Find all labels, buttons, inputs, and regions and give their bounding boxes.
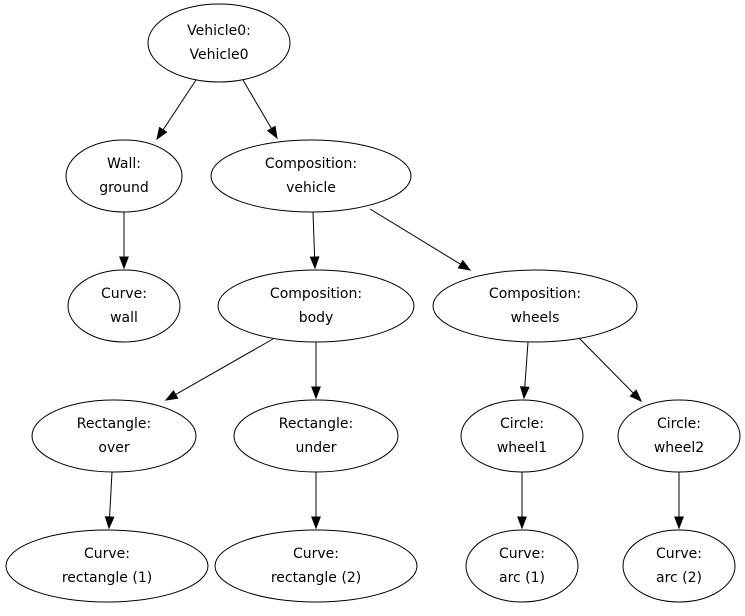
graph-node-curve_wall[interactable]: Curve: wall — [67, 269, 181, 343]
graph-node-curve_arc_1[interactable]: Curve: arc (1) — [465, 529, 579, 603]
edge-line — [577, 336, 634, 394]
graph-edge — [156, 79, 197, 141]
node-label-line1: Circle: — [657, 416, 701, 432]
graph-edge — [519, 341, 530, 400]
node-label-line2: body — [299, 310, 334, 326]
edge-arrowhead-icon — [311, 516, 321, 530]
edge-line — [175, 338, 274, 395]
graph-edge — [369, 208, 472, 271]
edge-arrowhead-icon — [629, 389, 642, 402]
node-label-line2: wall — [110, 310, 138, 326]
graph-node-curve_rectangle_2[interactable]: Curve: rectangle (2) — [214, 529, 418, 603]
edge-line — [524, 341, 529, 388]
node-label-line2: wheels — [511, 310, 560, 326]
edge-line — [162, 79, 197, 131]
node-label-line1: Curve: — [499, 546, 545, 562]
node-label-line2: under — [295, 440, 336, 456]
node-ellipse[interactable] — [622, 529, 736, 603]
node-ellipse[interactable] — [217, 269, 415, 343]
edge-line — [109, 471, 113, 518]
graph-edge — [309, 211, 320, 270]
node-label-line1: Curve: — [101, 286, 147, 302]
graph-node-circle_wheel2[interactable]: Circle: wheel2 — [617, 399, 741, 473]
edge-line — [242, 79, 272, 129]
node-label-line1: Rectangle: — [279, 416, 353, 432]
edge-arrowhead-icon — [309, 256, 320, 270]
graph-edge — [517, 472, 527, 530]
node-label-line2: over — [98, 440, 129, 456]
edge-arrowhead-icon — [519, 386, 530, 400]
graph-edge — [104, 471, 115, 530]
graph-edge — [242, 79, 278, 140]
graph-node-curve_arc_2[interactable]: Curve: arc (2) — [622, 529, 736, 603]
node-ellipse[interactable] — [214, 529, 418, 603]
graph-edge — [311, 472, 321, 530]
node-ellipse[interactable] — [65, 139, 183, 213]
graph-node-vehicle0[interactable]: Vehicle0: Vehicle0 — [147, 3, 291, 83]
node-label-line1: Wall: — [107, 156, 141, 172]
node-label-line1: Circle: — [500, 416, 544, 432]
node-ellipse[interactable] — [465, 529, 579, 603]
nodes-layer: Vehicle0:Vehicle0Wall:groundComposition:… — [5, 3, 741, 603]
node-label-line2: rectangle (2) — [271, 570, 361, 586]
graph-node-composition_body[interactable]: Composition: body — [217, 269, 415, 343]
node-label-line1: Composition: — [270, 286, 362, 302]
node-label-line1: Curve: — [293, 546, 339, 562]
graph-node-rectangle_over[interactable]: Rectangle: over — [31, 399, 197, 473]
edge-arrowhead-icon — [311, 386, 321, 400]
graph-node-rectangle_under[interactable]: Rectangle: under — [233, 399, 399, 473]
edge-arrowhead-icon — [119, 256, 129, 270]
edge-arrowhead-icon — [517, 516, 527, 530]
edge-arrowhead-icon — [164, 390, 179, 401]
graph-edge — [119, 212, 129, 270]
graph-edge — [164, 338, 274, 401]
edge-line — [312, 211, 316, 258]
node-label-line1: Vehicle0: — [187, 23, 251, 39]
edge-arrowhead-icon — [266, 125, 278, 140]
edges-layer — [104, 79, 684, 530]
node-label-line1: Curve: — [656, 546, 702, 562]
node-label-line1: Curve: — [84, 546, 130, 562]
edge-arrowhead-icon — [674, 516, 684, 530]
node-ellipse[interactable] — [617, 399, 741, 473]
edge-arrowhead-icon — [104, 516, 115, 530]
node-label-line2: arc (1) — [499, 570, 545, 586]
node-ellipse[interactable] — [67, 269, 181, 343]
node-label-line1: Rectangle: — [77, 416, 151, 432]
graph-node-curve_rectangle_1[interactable]: Curve: rectangle (1) — [5, 529, 209, 603]
node-label-line1: Composition: — [489, 286, 581, 302]
node-ellipse[interactable] — [5, 529, 209, 603]
graph-node-composition_vehicle[interactable]: Composition: vehicle — [210, 139, 412, 213]
node-label-line2: rectangle (1) — [62, 570, 152, 586]
node-label-line2: vehicle — [286, 180, 336, 196]
node-label-line2: arc (2) — [656, 570, 702, 586]
graph-node-wall_ground[interactable]: Wall: ground — [65, 139, 183, 213]
node-label-line2: wheel2 — [654, 440, 704, 456]
node-label-line2: wheel1 — [497, 440, 547, 456]
node-label-line2: Vehicle0 — [190, 47, 249, 63]
graph-edge — [311, 342, 321, 400]
node-ellipse[interactable] — [147, 3, 291, 83]
graph-edge — [577, 336, 642, 402]
edge-arrowhead-icon — [457, 259, 472, 271]
node-label-line1: Composition: — [265, 156, 357, 172]
edge-line — [369, 208, 461, 265]
edge-arrowhead-icon — [156, 126, 168, 141]
node-ellipse[interactable] — [432, 269, 638, 343]
node-ellipse[interactable] — [31, 399, 197, 473]
graph-node-circle_wheel1[interactable]: Circle: wheel1 — [460, 399, 584, 473]
graph-edge — [674, 472, 684, 530]
node-ellipse[interactable] — [210, 139, 412, 213]
node-label-line2: ground — [99, 180, 149, 196]
graph-node-composition_wheels[interactable]: Composition: wheels — [432, 269, 638, 343]
node-ellipse[interactable] — [233, 399, 399, 473]
node-ellipse[interactable] — [460, 399, 584, 473]
